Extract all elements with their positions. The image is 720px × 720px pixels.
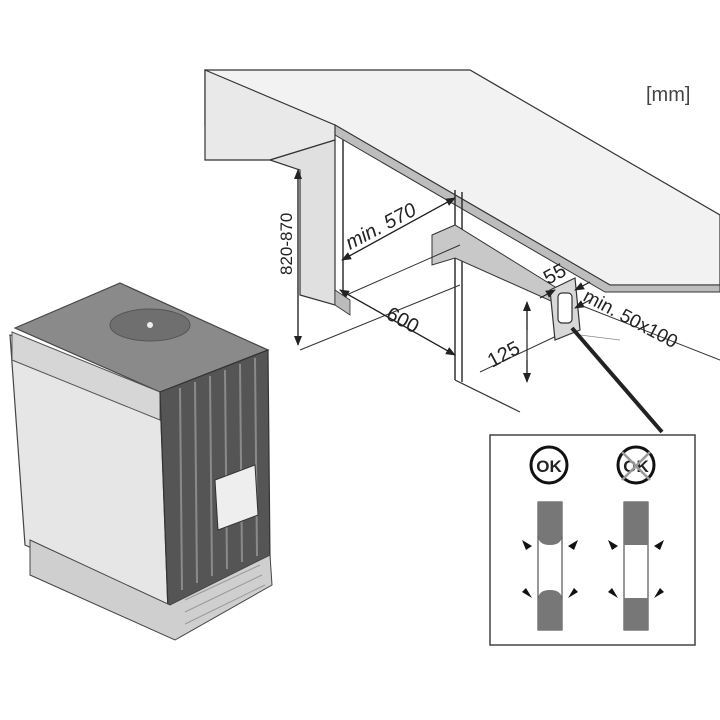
ok-label: OK xyxy=(536,457,562,476)
pressure-arrows xyxy=(522,540,664,598)
min-width-label: min. 570 xyxy=(342,199,420,254)
unit-label: [mm] xyxy=(646,84,691,106)
dishwasher xyxy=(9,282,273,641)
left-cabinet-side xyxy=(268,139,336,306)
ok-icon xyxy=(529,445,569,485)
correct-hose-bend xyxy=(537,501,563,631)
cabinet-niche xyxy=(204,69,720,413)
dimension-lines xyxy=(294,169,664,434)
dishwasher-base xyxy=(29,539,273,641)
hose-detail-box: OK OK xyxy=(489,434,696,646)
incorrect-hose-bend xyxy=(623,501,649,631)
opening-size-label: min. 50x100 xyxy=(580,286,681,353)
height-dimension-label: 820-870 xyxy=(277,213,296,275)
detail-pointer xyxy=(570,326,664,434)
